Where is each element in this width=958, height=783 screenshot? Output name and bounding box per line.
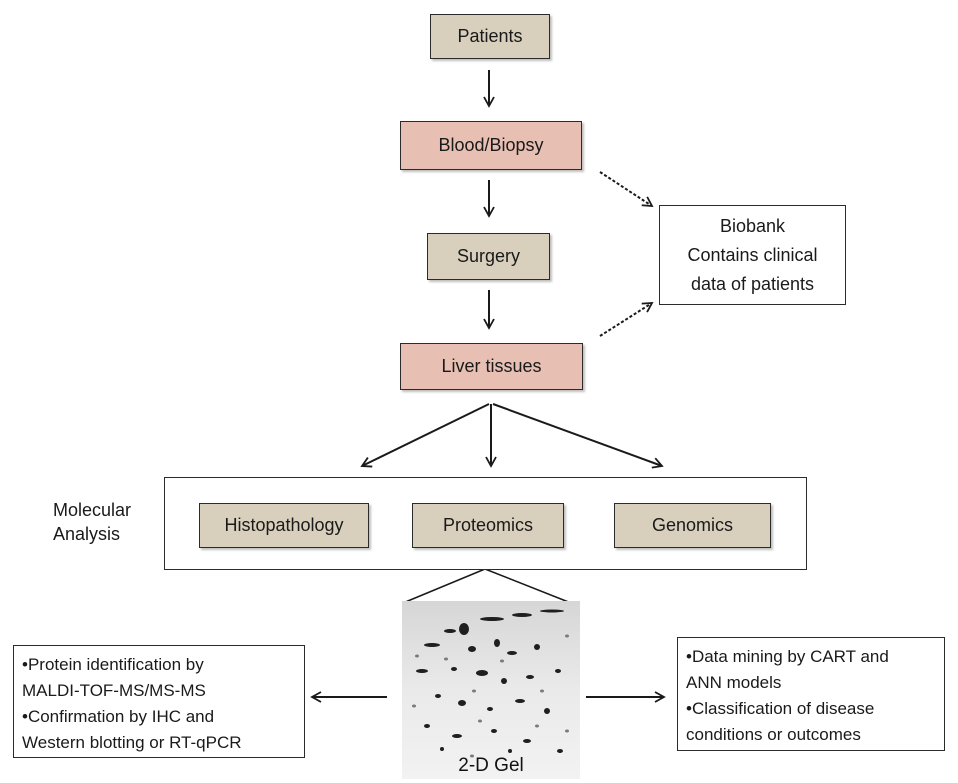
gel-spots-graphic bbox=[402, 601, 580, 779]
right-note-line-2: ANN models bbox=[686, 673, 782, 692]
protein-identification-box: •Protein identification by MALDI-TOF-MS/… bbox=[13, 645, 305, 758]
blood-biopsy-box: Blood/Biopsy bbox=[400, 121, 582, 170]
molecular-analysis-line-2: Analysis bbox=[53, 524, 121, 544]
arrow-liver-to-genomics bbox=[492, 403, 664, 469]
surgery-label: Surgery bbox=[456, 246, 521, 266]
right-note-line-4: conditions or outcomes bbox=[686, 725, 861, 744]
arrow-blood-to-biobank bbox=[599, 171, 654, 208]
arrow-liver-to-histopathology bbox=[360, 403, 490, 468]
left-note-line-2: MALDI-TOF-MS/MS-MS bbox=[22, 681, 206, 700]
zoom-line-right bbox=[484, 568, 572, 604]
left-note-line-3: •Confirmation by IHC and bbox=[22, 707, 215, 726]
proteomics-box: Proteomics bbox=[412, 503, 564, 548]
arrow-liver-to-biobank bbox=[599, 302, 654, 337]
biobank-box: Biobank Contains clinical data of patien… bbox=[659, 205, 846, 305]
left-note-line-4: Western blotting or RT-qPCR bbox=[22, 733, 242, 752]
right-note-line-1: •Data mining by CART and bbox=[686, 647, 889, 666]
gel-caption: 2-D Gel bbox=[458, 755, 524, 776]
biobank-line-2: Contains clinical bbox=[687, 244, 818, 265]
zoom-line-left bbox=[402, 568, 486, 604]
genomics-label: Genomics bbox=[651, 515, 734, 535]
biobank-line-3: data of patients bbox=[690, 273, 815, 294]
data-mining-box: •Data mining by CART and ANN models •Cla… bbox=[677, 637, 945, 751]
right-note-line-3: •Classification of disease bbox=[686, 699, 875, 718]
molecular-analysis-label: Molecular Analysis bbox=[53, 498, 131, 546]
proteomics-label: Proteomics bbox=[442, 515, 534, 535]
histopathology-label: Histopathology bbox=[224, 515, 344, 535]
histopathology-box: Histopathology bbox=[199, 503, 369, 548]
liver-tissues-label: Liver tissues bbox=[441, 356, 542, 376]
blood-biopsy-label: Blood/Biopsy bbox=[438, 135, 544, 155]
liver-tissues-box: Liver tissues bbox=[400, 343, 583, 390]
biobank-line-1: Biobank bbox=[719, 215, 786, 236]
molecular-analysis-line-1: Molecular bbox=[53, 500, 132, 520]
patients-label: Patients bbox=[457, 26, 523, 46]
surgery-box: Surgery bbox=[427, 233, 550, 280]
genomics-box: Genomics bbox=[614, 503, 771, 548]
patients-box: Patients bbox=[430, 14, 550, 59]
2d-gel-image: 2-D Gel bbox=[402, 601, 580, 779]
left-note-line-1: •Protein identification by bbox=[22, 655, 204, 674]
